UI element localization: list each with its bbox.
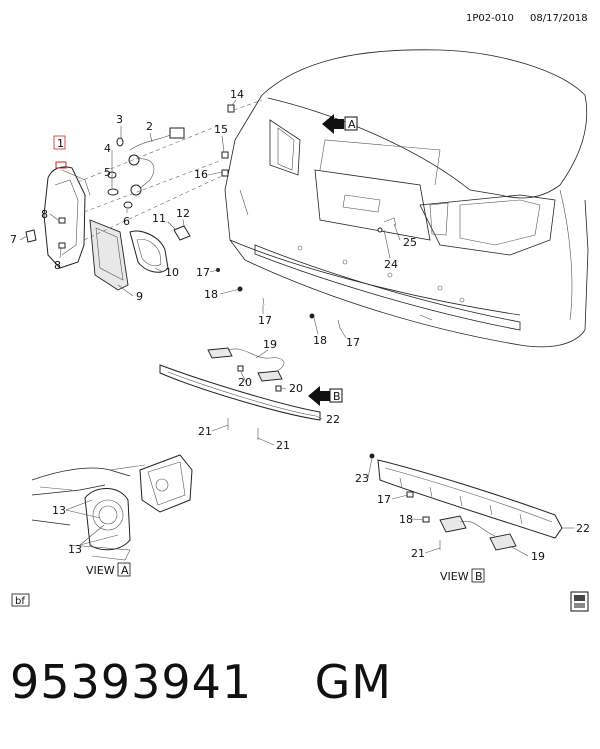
tail-lamp-lens — [89, 219, 129, 291]
callout-18a: 18 — [204, 288, 218, 301]
callout-9: 9 — [136, 290, 143, 303]
svg-text:A: A — [348, 118, 356, 131]
callout-18c: 18 — [399, 513, 413, 526]
view-a-arrow: A — [322, 114, 358, 134]
wiring-harness — [128, 127, 185, 196]
brand-name: GM — [314, 655, 392, 709]
callout-19b: 19 — [531, 550, 545, 563]
callout-24: 24 — [384, 258, 398, 271]
callout-16: 16 — [194, 168, 208, 181]
callout-18b: 18 — [313, 334, 327, 347]
callout-2: 2 — [146, 120, 153, 133]
callout-14: 14 — [230, 88, 244, 101]
callout-8b: 8 — [54, 259, 61, 272]
view-a-detail — [31, 454, 193, 561]
view-b-detail — [369, 453, 563, 551]
license-lamps — [207, 347, 285, 392]
view-a-label: VIEW A — [86, 562, 131, 577]
callout-4: 4 — [104, 142, 111, 155]
callout-5: 5 — [104, 166, 111, 179]
callout-leaders — [19, 99, 574, 557]
svg-text:B: B — [475, 570, 483, 583]
footer-tag: bf — [11, 593, 30, 607]
part-number-caption: 95393941 GM — [10, 655, 392, 709]
callout-labels: 1 2 3 4 5 6 7 8 8 9 10 11 12 13 13 14 15… — [10, 88, 590, 563]
svg-text:VIEW: VIEW — [440, 570, 469, 583]
callout-20a: 20 — [238, 376, 252, 389]
callout-22b: 22 — [576, 522, 590, 535]
fasteners-top — [216, 104, 397, 329]
callout-21b: 21 — [276, 439, 290, 452]
tail-lamp-housing — [43, 161, 91, 269]
callout-17b: 17 — [258, 314, 272, 327]
lamp-gasket — [129, 230, 169, 273]
callout-3: 3 — [116, 113, 123, 126]
callout-6: 6 — [123, 215, 130, 228]
callout-25: 25 — [403, 236, 417, 249]
license-molding — [159, 364, 321, 421]
callout-11: 11 — [152, 212, 166, 225]
callout-21c: 21 — [411, 547, 425, 560]
callout-22a: 22 — [326, 413, 340, 426]
vehicle-rear-outline — [224, 49, 589, 348]
svg-text:B: B — [333, 390, 341, 403]
callout-10: 10 — [165, 266, 179, 279]
callout-13b: 13 — [68, 543, 82, 556]
view-b-label: VIEW B — [440, 568, 485, 583]
diagram-code: 1P02-010 — [466, 13, 514, 24]
callout-12: 12 — [176, 207, 190, 220]
callout-13a: 13 — [52, 504, 66, 517]
callout-7: 7 — [10, 233, 17, 246]
svg-text:bf: bf — [15, 596, 25, 607]
view-b-arrow: B — [308, 386, 343, 406]
svg-text:A: A — [121, 564, 129, 577]
part-number: 95393941 — [10, 655, 253, 709]
callout-8a: 8 — [41, 208, 48, 221]
callout-20b: 20 — [289, 382, 303, 395]
callout-21a: 21 — [198, 425, 212, 438]
vehicle-icon — [570, 591, 589, 612]
callout-17d: 17 — [377, 493, 391, 506]
callout-19a: 19 — [263, 338, 277, 351]
diagram-date: 08/17/2018 — [530, 13, 588, 24]
molding-fasteners — [227, 418, 259, 440]
alignment-leaders — [77, 99, 263, 241]
callout-17a: 17 — [196, 266, 210, 279]
callout-15: 15 — [214, 123, 228, 136]
svg-text:VIEW: VIEW — [86, 564, 115, 577]
callout-17c: 17 — [346, 336, 360, 349]
callout-23: 23 — [355, 472, 369, 485]
callout-1: 1 — [57, 137, 64, 150]
